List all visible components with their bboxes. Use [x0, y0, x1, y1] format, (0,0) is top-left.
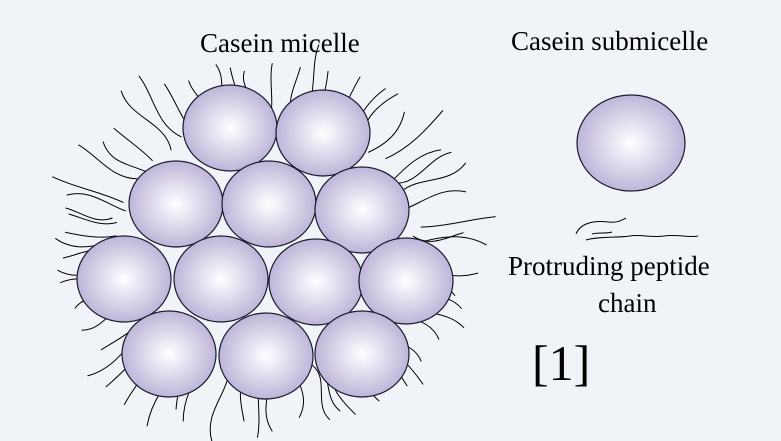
peptide-chain: [52, 177, 123, 203]
peptide-chain: [66, 208, 113, 220]
submicelle-sphere: [315, 311, 409, 397]
peptide-chain: [403, 191, 466, 210]
submicelle-sphere: [183, 85, 277, 171]
legend-peptide-chain: [576, 218, 626, 234]
peptide-chain: [121, 91, 171, 151]
peptide-chain: [401, 163, 466, 192]
submicelle-sphere: [77, 236, 171, 322]
legend-submicelle-sphere: [577, 95, 685, 191]
peptide-chain: [421, 217, 496, 228]
peptide-chain: [103, 141, 146, 171]
legend-art: [576, 95, 698, 240]
peptide-chain: [78, 145, 137, 179]
submicelle-sphere: [129, 161, 223, 247]
peptide-chain: [114, 128, 153, 161]
submicelle-sphere: [359, 238, 453, 324]
protruding-peptide-label-chain: chain: [598, 290, 656, 317]
peptide-chain: [67, 194, 126, 211]
peptide-chain: [393, 152, 451, 183]
submicelle-sphere: [174, 236, 268, 322]
peptide-chain: [65, 232, 116, 237]
micelle-spheres: [77, 85, 453, 399]
citation-label: [1]: [532, 338, 590, 388]
peptide-chain: [368, 112, 404, 152]
peptide-chain: [210, 375, 228, 441]
submicelle-sphere: [219, 313, 313, 399]
submicelle-sphere: [276, 90, 370, 176]
casein-micelle-label: Casein micelle: [200, 30, 360, 57]
protruding-peptide-label: Protruding peptide: [508, 253, 710, 280]
casein-submicelle-label: Casein submicelle: [511, 28, 708, 55]
submicelle-sphere: [122, 311, 216, 397]
peptide-chain: [139, 76, 182, 137]
legend-peptide-chain: [592, 232, 612, 234]
submicelle-sphere: [222, 161, 316, 247]
legend-peptide-chain: [586, 235, 698, 240]
